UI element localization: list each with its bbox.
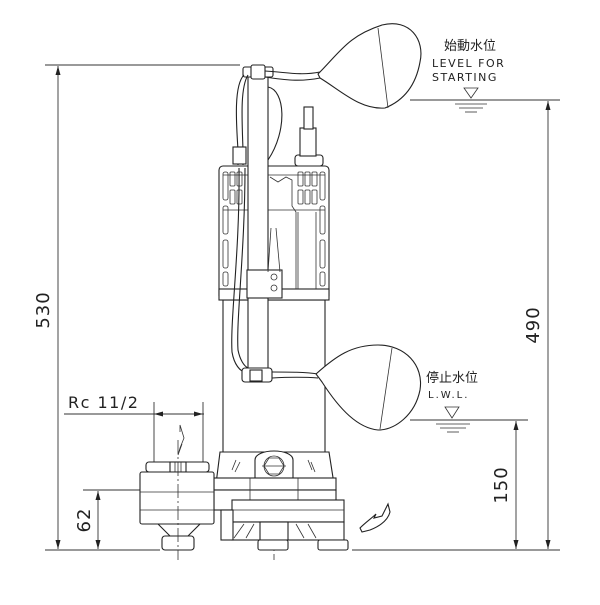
start-level-jp: 始動水位 [444, 39, 496, 54]
arrow-up-icon [55, 66, 61, 75]
dimension-stop-level: 150 [410, 419, 528, 549]
start-level-en-2: STARTING [432, 71, 498, 84]
start-level-en-1: LEVEL FOR [432, 57, 505, 70]
thread-label: Rc 11/2 [68, 393, 139, 412]
rotation-direction-icon [359, 502, 391, 533]
arrow-up-icon [513, 421, 519, 430]
dimension-label-490: 490 [523, 306, 544, 343]
pump-casing [213, 450, 349, 551]
arrow-down-icon [513, 540, 519, 549]
dimension-outlet-height: 62 [74, 489, 140, 549]
water-level-icon [436, 406, 470, 433]
dimension-outlet-thread: Rc 11/2 [64, 393, 204, 462]
dimension-overall-height: 530 [33, 64, 240, 551]
float-switch-stop [241, 344, 422, 431]
arrow-down-icon [545, 540, 551, 549]
stop-level-label: 停止水位 L.W.L. [426, 370, 478, 433]
discharge-outlet [139, 440, 215, 560]
motor-cage [218, 106, 330, 301]
arrow-right-icon [194, 411, 203, 417]
arrow-down-icon [95, 540, 101, 549]
lifting-handle [247, 72, 269, 374]
dimension-label-62: 62 [74, 508, 95, 533]
pump-body [139, 23, 422, 560]
foot-left [257, 539, 289, 551]
dimension-label-530: 530 [33, 291, 54, 328]
arrow-left-icon [154, 411, 163, 417]
arrow-up-icon [95, 491, 101, 500]
water-level-icon [455, 87, 487, 113]
section-cut-mark [177, 424, 185, 456]
cable-grommet [232, 146, 247, 165]
dimension-start-level: 490 [410, 99, 560, 549]
stop-level-en: L.W.L. [428, 390, 469, 401]
float-switch-start [250, 23, 422, 109]
arrow-up-icon [545, 101, 551, 110]
arrow-down-icon [55, 540, 61, 549]
cable-clamp [246, 269, 283, 299]
dimension-label-150: 150 [491, 466, 512, 503]
foot-right [317, 539, 349, 551]
stop-level-jp: 停止水位 [426, 370, 478, 386]
start-level-label: 始動水位 LEVEL FOR STARTING [432, 39, 505, 113]
